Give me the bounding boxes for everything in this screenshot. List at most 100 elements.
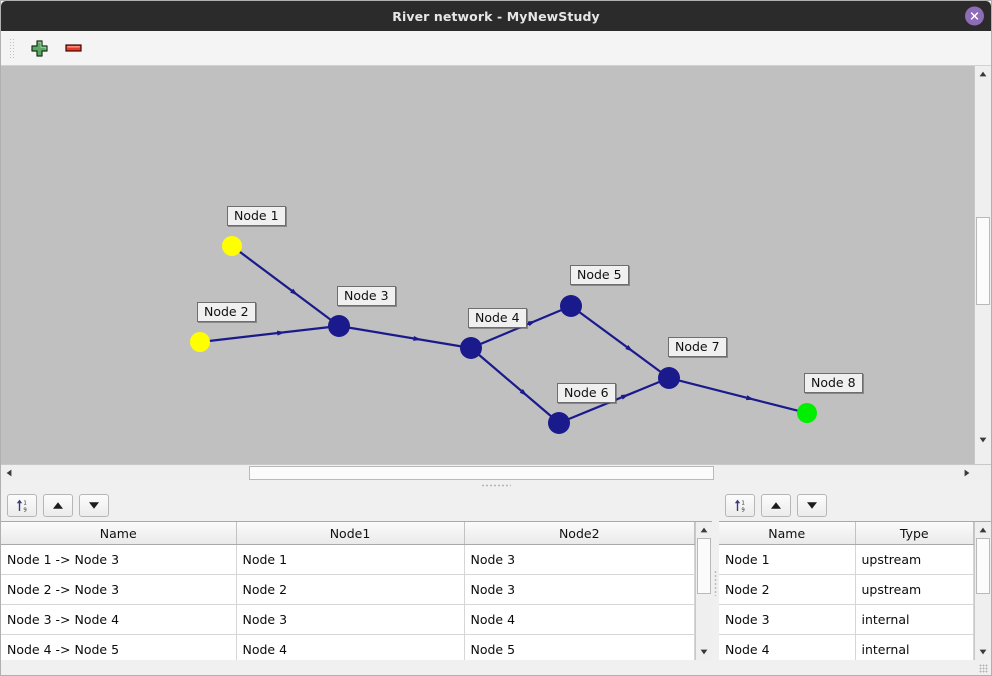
nodes-cell[interactable]: upstream — [855, 574, 974, 605]
nodes-status-strip — [719, 660, 991, 675]
graph-edge-arrow-icon — [625, 344, 634, 352]
graph-edge[interactable] — [238, 250, 332, 321]
toolbar-drag-handle[interactable] — [9, 38, 14, 58]
graph-node-label-node-4[interactable]: Node 4 — [468, 308, 527, 328]
graph-node-label-node-2[interactable]: Node 2 — [197, 302, 256, 322]
nodes-cell[interactable]: internal — [855, 604, 974, 635]
graph-node-node-2[interactable] — [190, 332, 210, 352]
branches-vertical-scrollbar[interactable] — [695, 522, 712, 660]
graph-node-label-node-3[interactable]: Node 3 — [337, 286, 396, 306]
nodes-column-header-type[interactable]: Type — [855, 522, 974, 545]
svg-text:9: 9 — [23, 507, 27, 513]
nodes-move-down-button[interactable] — [797, 494, 827, 517]
graph-node-label-node-1[interactable]: Node 1 — [227, 206, 286, 226]
nodes-cell[interactable]: upstream — [855, 544, 974, 575]
scroll-up-button[interactable] — [975, 66, 991, 82]
graph-edge[interactable] — [348, 326, 462, 348]
graph-horizontal-scrollbar[interactable] — [1, 464, 991, 481]
graph-node-node-6[interactable] — [548, 412, 570, 434]
branches-cell[interactable]: Node 2 -> Node 3 — [1, 574, 237, 605]
graph-node-node-7[interactable] — [658, 367, 680, 389]
graph-node-label-node-5[interactable]: Node 5 — [570, 265, 629, 285]
branches-cell[interactable]: Node 3 — [236, 604, 465, 635]
branches-vscroll-track[interactable] — [696, 594, 712, 644]
graph-edge-arrow-icon — [527, 320, 536, 327]
graph-edge[interactable] — [678, 379, 799, 412]
branches-move-down-button[interactable] — [79, 494, 109, 517]
branches-cell[interactable]: Node 2 — [236, 574, 465, 605]
graph-node-label-node-7[interactable]: Node 7 — [668, 337, 727, 357]
graph-edge[interactable] — [578, 311, 662, 373]
branches-scroll-up-button[interactable] — [696, 522, 712, 538]
branches-cell[interactable]: Node 4 — [464, 604, 695, 635]
nodes-move-up-button[interactable] — [761, 494, 791, 517]
nodes-cell[interactable]: Node 1 — [719, 544, 856, 575]
branches-cell[interactable]: Node 3 — [464, 574, 695, 605]
branches-cell[interactable]: Node 3 -> Node 4 — [1, 604, 237, 635]
branches-cell[interactable]: Node 4 — [236, 634, 465, 660]
nodes-sort-button[interactable]: 1 9 — [725, 494, 755, 517]
close-window-button[interactable] — [965, 6, 984, 26]
graph-hscroll-track[interactable] — [17, 465, 959, 481]
graph-node-node-8[interactable] — [797, 403, 817, 423]
graph-node-node-4[interactable] — [460, 337, 482, 359]
window-resize-grip[interactable] — [979, 664, 988, 673]
branches-cell[interactable]: Node 3 — [464, 544, 695, 575]
branches-sort-button[interactable]: 1 9 — [7, 494, 37, 517]
graph-vscroll-thumb[interactable] — [976, 217, 990, 305]
graph-vscroll-track[interactable] — [975, 82, 991, 432]
remove-node-button[interactable] — [61, 36, 85, 60]
nodes-scroll-down-button[interactable] — [975, 644, 991, 660]
nodes-column-header-name[interactable]: Name — [719, 522, 856, 545]
graph-canvas-area: Node 1 Node 2 Node 3 Node 4 Node 5 Node 6 Node… — [1, 66, 991, 464]
graph-edge[interactable] — [208, 326, 330, 343]
nodes-vscroll-track[interactable] — [975, 594, 991, 644]
branches-scroll-down-button[interactable] — [696, 644, 712, 660]
horizontal-splitter[interactable] — [1, 481, 991, 490]
graph-vertical-scrollbar[interactable] — [974, 66, 991, 464]
branches-move-up-button[interactable] — [43, 494, 73, 517]
branches-column-header-node2[interactable]: Node2 — [464, 522, 695, 545]
branches-vscroll-thumb[interactable] — [697, 538, 711, 594]
graph-node-label-node-6[interactable]: Node 6 — [557, 383, 616, 403]
scroll-down-button[interactable] — [975, 432, 991, 448]
branches-cell[interactable]: Node 1 -> Node 3 — [1, 544, 237, 575]
scroll-left-button[interactable] — [1, 465, 17, 481]
sort-ascending-icon: 1 9 — [16, 499, 27, 513]
nodes-cell[interactable]: Node 4 — [719, 634, 856, 660]
branches-cell[interactable]: Node 5 — [464, 634, 695, 660]
river-network-graph[interactable]: Node 1 Node 2 Node 3 Node 4 Node 5 Node 6 Node… — [1, 66, 974, 464]
nodes-vscroll-thumb[interactable] — [976, 538, 990, 594]
add-node-button[interactable] — [27, 36, 51, 60]
triangle-up-icon — [771, 502, 781, 509]
svg-text:1: 1 — [23, 501, 26, 507]
branches-cell[interactable]: Node 4 -> Node 5 — [1, 634, 237, 660]
graph-node-node-3[interactable] — [328, 315, 350, 337]
graph-node-label-node-8[interactable]: Node 8 — [804, 373, 863, 393]
graph-edge[interactable] — [477, 353, 553, 418]
nodes-vertical-scrollbar[interactable] — [974, 522, 991, 660]
nodes-cell[interactable]: Node 2 — [719, 574, 856, 605]
branches-cell[interactable]: Node 1 — [236, 544, 465, 575]
nodes-scroll-up-button[interactable] — [975, 522, 991, 538]
branches-column-header-name[interactable]: Name — [1, 522, 237, 545]
graph-node-node-5[interactable] — [560, 295, 582, 317]
nodes-cell[interactable]: Node 3 — [719, 604, 856, 635]
nodes-cell[interactable]: internal — [855, 634, 974, 660]
graph-hscroll-thumb[interactable] — [249, 466, 714, 480]
branches-column-header-node1[interactable]: Node1 — [236, 522, 465, 545]
scroll-right-button[interactable] — [959, 465, 975, 481]
vertical-splitter[interactable] — [712, 490, 719, 675]
graph-node-node-1[interactable] — [222, 236, 242, 256]
sort-ascending-icon: 1 9 — [734, 499, 745, 513]
